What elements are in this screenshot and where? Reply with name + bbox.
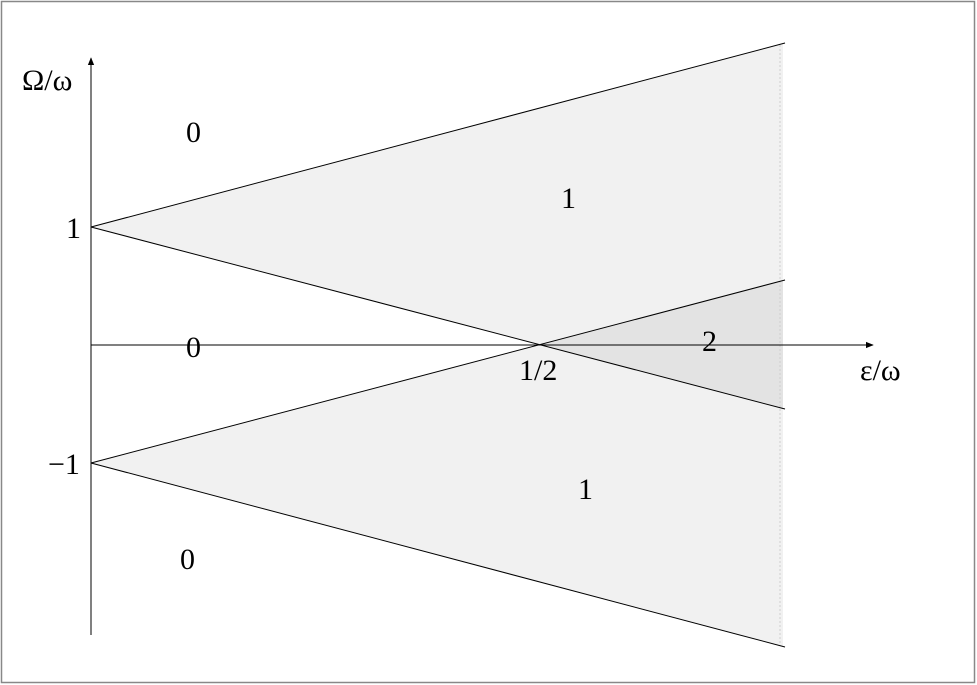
y-axis-label: Ω/ω bbox=[22, 64, 72, 97]
x-tick-half: 1/2 bbox=[519, 354, 557, 387]
region-1-upper-fill bbox=[91, 43, 783, 345]
boundary-line-lower-inner bbox=[90, 279, 786, 464]
x-axis-label: ε/ω bbox=[860, 354, 901, 387]
region-label-bottom-band: 1 bbox=[578, 473, 593, 506]
y-tick-1: 1 bbox=[66, 212, 81, 245]
region-label-top-band: 1 bbox=[561, 182, 576, 215]
region-label-right-band: 2 bbox=[702, 325, 717, 358]
y-tick-minus-1: −1 bbox=[48, 448, 80, 481]
boundary-line-upper-outer bbox=[90, 42, 786, 228]
region-1-lower-fill bbox=[91, 345, 783, 646]
region-label-top-left: 0 bbox=[186, 116, 201, 149]
region-label-bottom-left: 0 bbox=[180, 543, 195, 576]
boundary-line-lower-outer bbox=[90, 462, 786, 648]
region-label-middle-left: 0 bbox=[186, 331, 201, 364]
boundary-line-upper-inner bbox=[90, 226, 786, 410]
